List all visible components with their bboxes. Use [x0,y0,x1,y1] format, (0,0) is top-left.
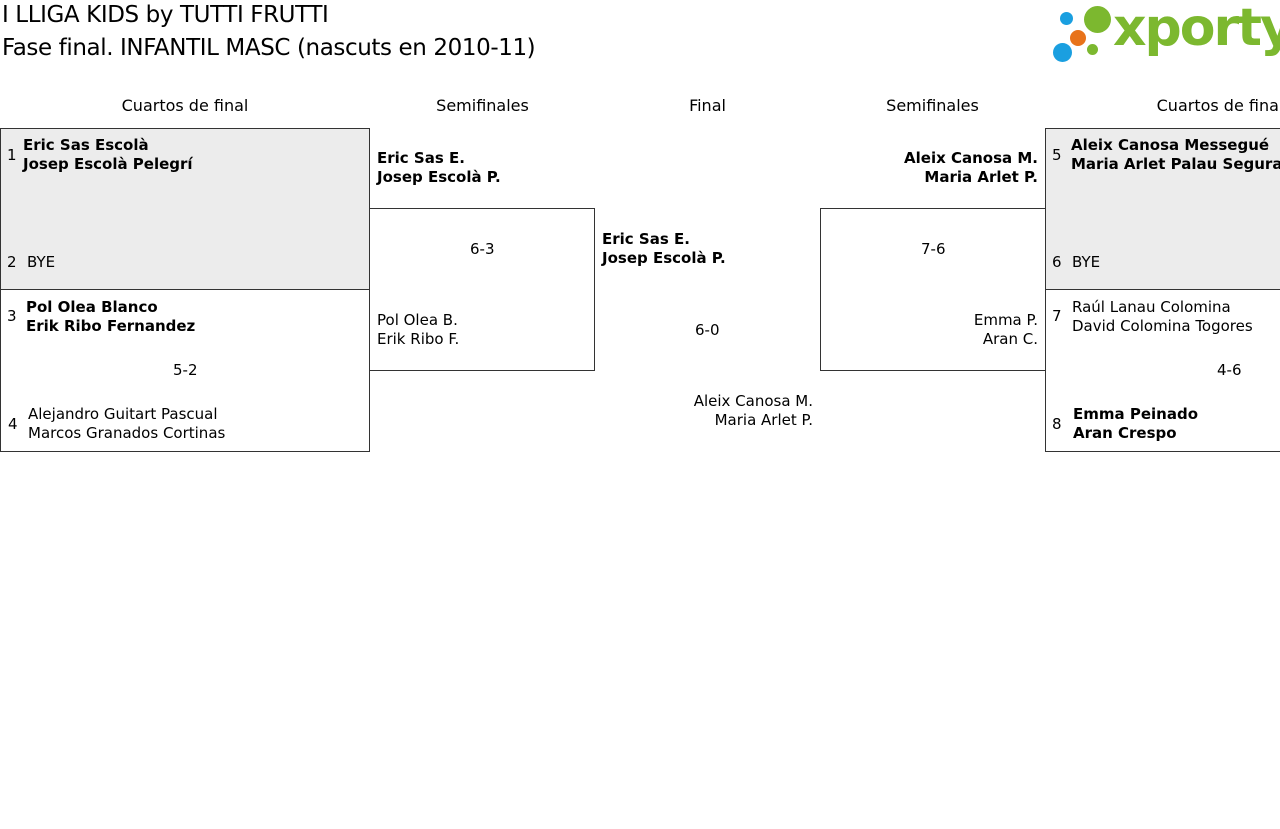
match-box-sf-1[interactable] [369,208,595,371]
logo-dot-blue [1060,12,1073,25]
player-name: Josep Escolà P. [602,249,726,267]
logo-dot-green [1084,6,1111,33]
logo-text: xporty [1113,0,1280,58]
seed-number: 2 [7,253,17,271]
player-name: Maria Arlet Palau Segura [1071,155,1280,173]
seed-number: 3 [7,307,17,325]
player-name: Aran Crespo [1073,424,1177,442]
player-name: Emma P. [973,311,1038,329]
header-cuartos-left: Cuartos de final [121,96,249,115]
player-name: Emma Peinado [1073,405,1199,423]
player-name: Maria Arlet P. [714,411,813,429]
seed-number: 6 [1052,253,1062,271]
page-title: I LLIGA KIDS by TUTTI FRUTTI [2,2,329,28]
header-semis-left: Semifinales [436,96,529,115]
match-box-qf-3[interactable] [1045,128,1280,290]
player-name: Aleix Canosa Messegué [1071,136,1270,154]
match-box-qf-4[interactable] [1045,289,1280,452]
player-name: Alejandro Guitart Pascual [28,405,218,423]
match-score: 6-3 [470,240,495,258]
player-name: Pol Olea Blanco [26,298,158,316]
player-name: Josep Escolà P. [377,168,501,186]
player-name: Erik Ribo F. [377,330,460,348]
match-score: 7-6 [921,240,946,258]
logo-dot-orange [1070,30,1086,46]
xporty-logo[interactable]: xporty [1050,0,1280,68]
player-name: Raúl Lanau Colomina [1072,298,1231,316]
player-name: Aleix Canosa M. [693,392,813,410]
header-cuartos-right: Cuartos de final [1156,96,1280,115]
player-name: Eric Sas Escolà [23,136,149,154]
seed-number: 5 [1052,146,1062,164]
match-score: 5-2 [173,361,198,379]
player-name: Aleix Canosa M. [904,149,1038,167]
player-name: Erik Ribo Fernandez [26,317,196,335]
player-name: Eric Sas E. [602,230,690,248]
player-name: Pol Olea B. [377,311,458,329]
header-semis-right: Semifinales [886,96,979,115]
player-name: Marcos Granados Cortinas [28,424,226,442]
seed-number: 1 [7,146,17,164]
match-score: 4-6 [1217,361,1242,379]
logo-dot-blue-large [1053,43,1072,62]
seed-number: 7 [1052,307,1062,325]
player-name: Josep Escolà Pelegrí [23,155,193,173]
final-score: 6-0 [695,321,720,339]
player-name: Eric Sas E. [377,149,465,167]
seed-number: 8 [1052,415,1062,433]
player-name: Maria Arlet P. [924,168,1038,186]
seed-number: 4 [8,415,18,433]
page-subtitle: Fase final. INFANTIL MASC (nascuts en 20… [2,35,536,61]
header-final: Final [689,96,726,115]
bye-label: BYE [1072,253,1101,271]
logo-dot-green-small [1087,44,1098,55]
player-name: David Colomina Togores [1072,317,1253,335]
match-box-qf-1[interactable] [0,128,370,290]
player-name: Aran C. [982,330,1038,348]
bye-label: BYE [27,253,56,271]
